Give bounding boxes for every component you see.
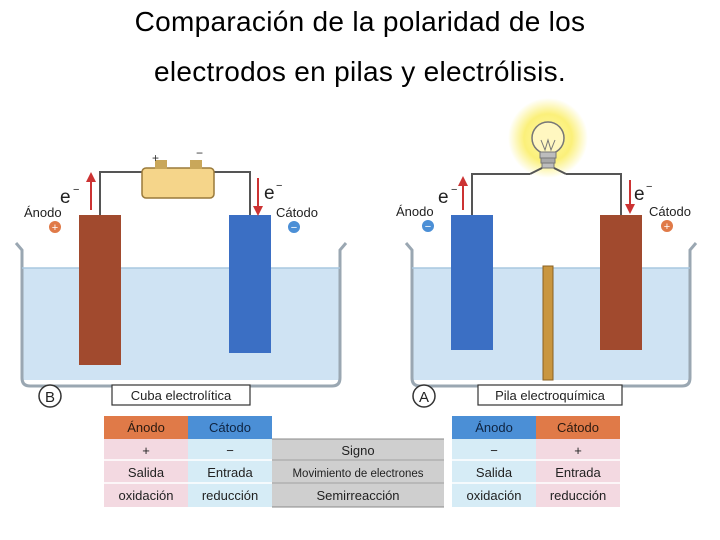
electron-arrow-b-left [86, 172, 96, 210]
battery-plus: + [152, 151, 159, 165]
table-right-anode-header-cell [452, 416, 536, 439]
caption-box-a [477, 384, 623, 406]
table-middle-semirreaccion: Semirreacción [316, 488, 399, 503]
cathode-sign-circle-b [287, 220, 301, 234]
wire-a-right [566, 173, 622, 215]
title-line-2: electrodos en pilas y electrólisis. [153, 56, 566, 87]
electron-label-a-right: e [634, 184, 645, 205]
caption-box-b [111, 384, 251, 406]
table-right-r3-anode: oxidación [467, 488, 522, 503]
table-left-cathode-header-cell [188, 416, 272, 439]
table-left-r1-anode: + [142, 443, 150, 458]
cathode-sign-circle-a [660, 219, 674, 233]
table-left-r3-cathode: reducción [202, 488, 258, 503]
table-right-r3-cathode: reducción [550, 488, 606, 503]
electron-label-a-left: e [438, 187, 449, 208]
light-bulb [508, 98, 588, 178]
electron-label-b-left: e [60, 187, 71, 208]
battery: + − [141, 146, 215, 199]
comparison-table: Ánodo Cátodo Ánodo Cátodo + − Salida Ent… [104, 416, 620, 508]
wire-a-left [471, 173, 530, 215]
caption-a: Pila electroquímica [495, 388, 606, 403]
porous-barrier [542, 265, 554, 381]
wire-b-left [99, 171, 142, 215]
anode-label-b: Ánodo [24, 205, 62, 220]
electron-sup-b-left: − [73, 184, 79, 196]
cathode-label-b: Cátodo [276, 205, 318, 220]
table-left-cathode-col [188, 439, 272, 507]
caption-b: Cuba electrolítica [131, 388, 232, 403]
anode-electrode-a [451, 215, 493, 350]
table-right-header-anode: Ánodo [475, 420, 513, 435]
electron-sup-a-left: − [451, 184, 457, 196]
table-right-cathode-col [536, 439, 620, 507]
cathode-sign-a: + [664, 221, 670, 233]
table-right-r1-cathode: + [574, 443, 582, 458]
table-left-r1-cathode: − [226, 443, 234, 458]
table-middle-movimiento: Movimiento de electrones [292, 468, 423, 480]
table-left-r2-cathode: Entrada [207, 465, 253, 480]
table-right-r1-anode: − [490, 443, 498, 458]
anode-electrode-b [79, 215, 121, 365]
table-left-r2-anode: Salida [128, 465, 165, 480]
letter-circle-a [412, 384, 436, 408]
wire-b-right [214, 171, 251, 215]
table-right-header-cathode: Cátodo [557, 420, 599, 435]
table-middle-signo: Signo [341, 443, 374, 458]
electron-arrow-a-left [458, 176, 468, 210]
table-left-header-anode: Ánodo [127, 420, 165, 435]
cathode-label-a: Cátodo [649, 204, 691, 219]
electron-sup-b-right: − [276, 180, 282, 192]
table-middle-col [272, 439, 444, 507]
letter-a: A [419, 389, 429, 406]
electrolytic-cell: + − e − e − Ánodo + Cátodo − B Cuba elec… [14, 146, 348, 408]
table-left-anode-header-cell [104, 416, 188, 439]
table-left-r3-anode: oxidación [119, 488, 174, 503]
letter-circle-b [38, 384, 62, 408]
galvanic-cell: e − e − Ánodo − Cátodo + A Pila electroq… [396, 98, 698, 408]
electron-arrow-b-right [253, 178, 263, 216]
letter-b: B [45, 389, 55, 406]
table-right-r2-anode: Salida [476, 465, 513, 480]
anode-sign-circle-b [48, 220, 62, 234]
table-right-cathode-header-cell [536, 416, 620, 439]
cathode-sign-b: − [291, 222, 297, 234]
table-left-anode-col [104, 439, 188, 507]
title-line-1: Comparación de la polaridad de los [134, 6, 586, 37]
cathode-electrode-b [229, 215, 271, 353]
battery-minus: − [196, 146, 203, 160]
table-right-anode-col [452, 439, 536, 507]
cathode-electrode-a [600, 215, 642, 350]
table-left-header-cathode: Cátodo [209, 420, 251, 435]
solution-b [22, 268, 340, 380]
electron-sup-a-right: − [646, 181, 652, 193]
anode-sign-b: + [52, 222, 58, 234]
electron-arrow-a-right [625, 180, 635, 214]
electron-label-b-right: e [264, 183, 275, 204]
anode-sign-circle-a [421, 219, 435, 233]
anode-sign-a: − [425, 221, 431, 233]
table-right-r2-cathode: Entrada [555, 465, 601, 480]
anode-label-a: Ánodo [396, 204, 434, 219]
